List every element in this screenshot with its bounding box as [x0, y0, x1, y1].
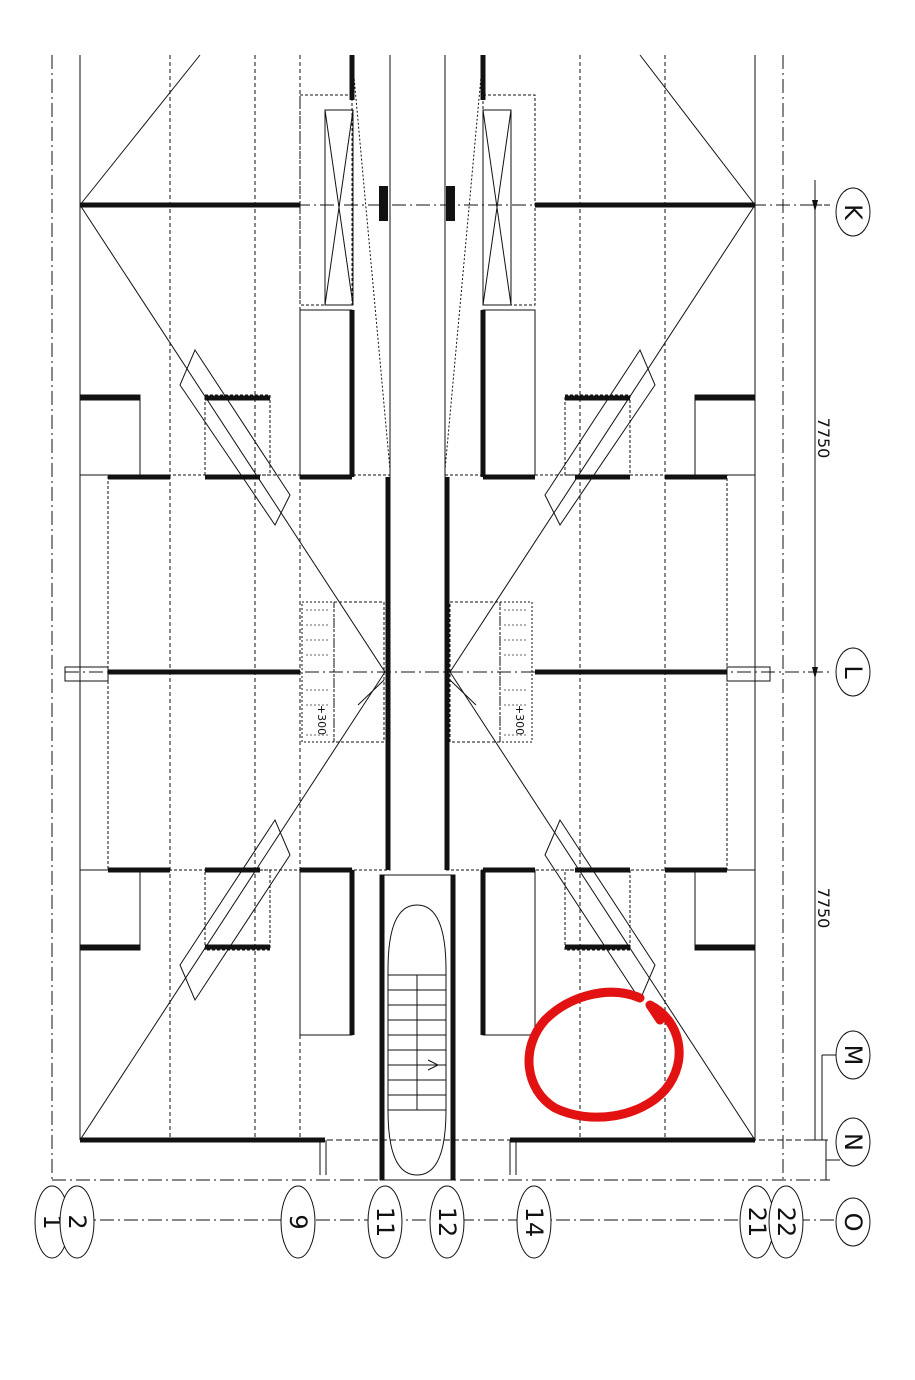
grid-bubble-21: 21 — [739, 1185, 775, 1259]
grid-bubble-9: 9 — [280, 1185, 316, 1259]
dimension-span-upper: 7750 — [814, 418, 833, 459]
red-markup-circle — [524, 987, 684, 1122]
grid-bubble-12: 12 — [429, 1185, 465, 1259]
grid-col-label: 21 — [743, 1207, 771, 1238]
level-tag-right: +300 — [513, 705, 526, 735]
grid-bubble-O: O — [835, 1197, 871, 1247]
grid-bubble-K: K — [835, 187, 871, 237]
grid-bubble-M: M — [835, 1030, 871, 1080]
grid-bubble-2: 2 — [59, 1185, 95, 1259]
grid-col-label: 12 — [433, 1207, 461, 1238]
grid-col-label: 11 — [371, 1207, 399, 1238]
grid-bubble-14: 14 — [516, 1185, 552, 1259]
level-tag-left: +300 — [315, 705, 328, 735]
grid-col-label: 1 — [38, 1214, 66, 1229]
grid-bubble-L: L — [835, 647, 871, 697]
grid-bubble-1: 1 — [34, 1185, 70, 1259]
grid-col-label: 22 — [772, 1207, 800, 1238]
grid-col-label: 14 — [520, 1207, 548, 1238]
grid-row-label: L — [839, 665, 867, 679]
grid-bubble-11: 11 — [367, 1185, 403, 1259]
grid-row-label: N — [839, 1133, 867, 1151]
grid-bubble-N: N — [835, 1117, 871, 1167]
grid-row-label: M — [839, 1045, 867, 1066]
grid-col-label: 9 — [284, 1214, 312, 1229]
grid-row-label: K — [839, 204, 867, 221]
grid-row-label: O — [839, 1213, 867, 1232]
grid-bubble-22: 22 — [768, 1185, 804, 1259]
grid-col-label: 2 — [63, 1214, 91, 1229]
dimension-span-lower: 7750 — [814, 888, 833, 929]
